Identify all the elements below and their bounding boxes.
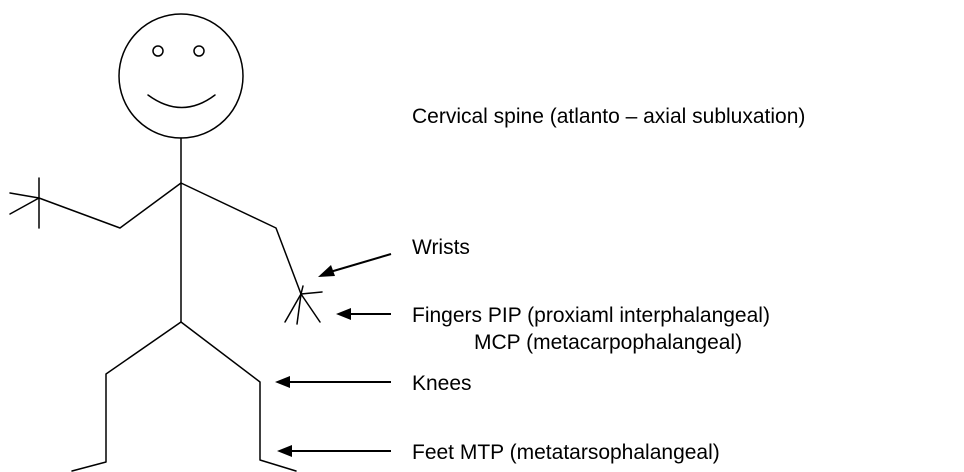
- knees-arrow-icon: [275, 376, 391, 388]
- cervical-spine-label: Cervical spine (atlanto – axial subluxat…: [412, 105, 805, 128]
- right-arm: [181, 183, 301, 294]
- left-arm: [39, 183, 181, 228]
- knees-label: Knees: [412, 372, 472, 395]
- pointer-arrows: [275, 254, 391, 457]
- head-icon: [119, 14, 243, 138]
- left-leg: [72, 322, 181, 471]
- fingers-arrow-icon: [336, 308, 391, 320]
- fingers-pip-label: Fingers PIP (proxiaml interphalangeal): [412, 304, 770, 327]
- wrists-label: Wrists: [412, 236, 470, 259]
- feet-arrow-icon: [277, 445, 391, 457]
- left-hand-icon: [10, 178, 39, 228]
- right-leg: [181, 322, 296, 471]
- wrists-arrow-icon: [318, 254, 391, 277]
- right-eye-icon: [194, 46, 204, 56]
- fingers-mcp-label: MCP (metacarpophalangeal): [474, 331, 742, 354]
- left-eye-icon: [153, 46, 163, 56]
- right-hand-icon: [285, 286, 322, 324]
- feet-mtp-label: Feet MTP (metatarsophalangeal): [412, 441, 720, 464]
- stick-figure: [10, 14, 322, 471]
- smile-icon: [148, 95, 215, 108]
